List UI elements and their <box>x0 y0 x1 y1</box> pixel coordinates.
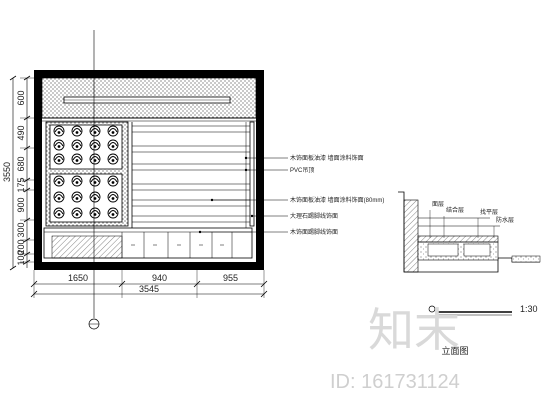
height-dim-label: 900 <box>16 197 26 212</box>
total-height-dim: 3550 <box>2 162 12 182</box>
decor-motif <box>107 175 119 187</box>
watermark-logo: 知末 <box>368 303 460 357</box>
section-label: 结合层 <box>446 206 464 214</box>
decor-motif <box>107 125 119 137</box>
height-dim-label: 200 <box>16 239 26 254</box>
width-dim-label: 1650 <box>68 273 88 283</box>
decor-panel-lower-frame <box>49 173 123 223</box>
decor-motif <box>89 207 101 219</box>
height-dim-label: 300 <box>16 222 26 237</box>
watermark: 知末 ID: 161731124 <box>330 303 460 393</box>
width-dimension-chain: 1650 940 955 3545 <box>30 270 268 298</box>
elevation-drawing <box>34 30 264 330</box>
callout-label: 木饰面板油漆 墙面涂料饰面 <box>290 154 364 162</box>
decor-motif <box>53 125 65 137</box>
decor-motif <box>71 175 83 187</box>
decor-motif <box>53 175 65 187</box>
elevation-title: 立面图 <box>441 345 468 356</box>
height-dim-label: 490 <box>16 125 26 140</box>
watermark-id: ID: 161731124 <box>330 371 460 393</box>
decor-motif <box>89 139 101 151</box>
section-label: 找平层 <box>480 208 498 216</box>
decor-motif <box>107 153 119 165</box>
decor-motif <box>107 191 119 203</box>
decor-motif <box>89 175 101 187</box>
decor-panel-upper-frame <box>49 124 123 170</box>
section-scale: 1:30 <box>520 304 538 314</box>
callout-label: 木饰面板油漆 墙面涂料饰面(80mm) <box>290 196 384 204</box>
section-title-marker <box>428 305 436 313</box>
decor-motif-group <box>53 125 119 219</box>
section-label: 防水层 <box>496 216 514 224</box>
decor-motif <box>107 207 119 219</box>
height-dim-label: 175 <box>16 177 26 192</box>
decor-motif <box>53 153 65 165</box>
decor-motif <box>71 191 83 203</box>
height-dim-label: 680 <box>16 156 26 171</box>
callout-label: 大理石踢脚线饰面 <box>290 212 338 220</box>
decor-motif <box>71 153 83 165</box>
callout-label: 木饰面踢脚线饰面 <box>290 228 338 236</box>
callout-label: PVC吊顶 <box>290 167 314 174</box>
decor-motif <box>89 153 101 165</box>
decor-motif <box>53 191 65 203</box>
section-wall-hatch <box>403 199 419 273</box>
decor-motif <box>71 139 83 151</box>
decor-motif <box>53 139 65 151</box>
total-width-dim: 3545 <box>139 284 159 294</box>
decor-motif <box>53 207 65 219</box>
decor-motif <box>107 139 119 151</box>
decor-motif <box>89 191 101 203</box>
width-dim-label: 955 <box>223 273 238 283</box>
height-dim-label: 100 <box>16 250 26 265</box>
right-post <box>249 121 255 227</box>
decor-motif <box>71 207 83 219</box>
section-label: 面层 <box>432 201 444 208</box>
height-dim-label: 600 <box>16 90 26 105</box>
decor-motif <box>89 125 101 137</box>
width-dim-label: 940 <box>152 273 167 283</box>
decor-motif <box>71 125 83 137</box>
